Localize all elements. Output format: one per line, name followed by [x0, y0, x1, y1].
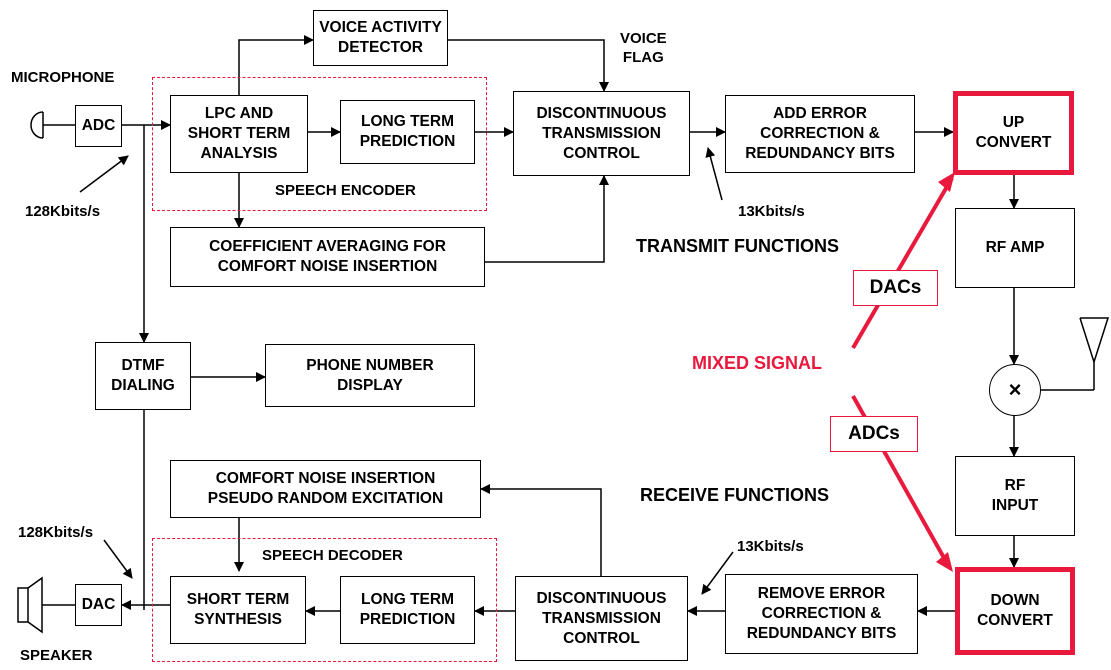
short-term-synthesis-block: SHORT TERM SYNTHESIS [170, 576, 306, 644]
rate-rx-label: 13Kbits/s [737, 538, 804, 555]
mixer-block: × [989, 364, 1041, 416]
rf-input-block: RF INPUT [955, 456, 1075, 536]
dac-block: DAC [75, 584, 122, 626]
up-convert-block: UP CONVERT [953, 91, 1074, 175]
rf-amp-block: RF AMP [955, 208, 1075, 288]
speech-encoder-label: SPEECH ENCODER [275, 182, 416, 199]
speech-encoder-group [152, 77, 487, 211]
rate-adc-label: 128Kbits/s [25, 203, 101, 220]
rate-tx-label: 13Kbits/s [738, 203, 805, 220]
speech-decoder-group [152, 538, 497, 662]
dtmf-dialing-block: DTMF DIALING [95, 342, 191, 410]
voice-activity-detector-block: VOICE ACTIVITY DETECTOR [313, 10, 448, 66]
dtx-control-rx-block: DISCONTINUOUS TRANSMISSION CONTROL [515, 576, 688, 661]
comfort-noise-insertion-block: COMFORT NOISE INSERTION PSEUDO RANDOM EX… [170, 460, 481, 518]
microphone-label: MICROPHONE [11, 69, 115, 86]
long-term-prediction-tx-block: LONG TERM PREDICTION [340, 100, 475, 164]
down-convert-block: DOWN CONVERT [955, 567, 1075, 655]
coefficient-averaging-block: COEFFICIENT AVERAGING FOR COMFORT NOISE … [170, 227, 485, 287]
mixed-signal-label: MIXED SIGNAL [692, 353, 823, 373]
speech-decoder-label: SPEECH DECODER [262, 547, 403, 564]
add-error-correction-block: ADD ERROR CORRECTION & REDUNDANCY BITS [725, 95, 915, 173]
speaker-label: SPEAKER [20, 647, 93, 664]
microphone-icon [30, 111, 75, 139]
adcs-label: ADCs [830, 416, 918, 452]
speaker-icon [17, 576, 75, 634]
adc-block: ADC [75, 105, 122, 147]
dtx-control-tx-block: DISCONTINUOUS TRANSMISSION CONTROL [513, 91, 690, 176]
phone-number-display-block: PHONE NUMBER DISPLAY [265, 344, 475, 407]
antenna-icon [1036, 317, 1110, 391]
rate-dac-label: 128Kbits/s [18, 524, 94, 541]
receive-functions-label: RECEIVE FUNCTIONS [640, 485, 830, 505]
dacs-label: DACs [853, 270, 938, 306]
long-term-prediction-rx-block: LONG TERM PREDICTION [340, 576, 475, 644]
remove-error-correction-block: REMOVE ERROR CORRECTION & REDUNDANCY BIT… [725, 574, 918, 654]
transmit-functions-label: TRANSMIT FUNCTIONS [636, 236, 839, 256]
voice-flag-label: VOICE FLAG [620, 30, 667, 66]
lpc-short-term-analysis-block: LPC AND SHORT TERM ANALYSIS [170, 95, 308, 173]
